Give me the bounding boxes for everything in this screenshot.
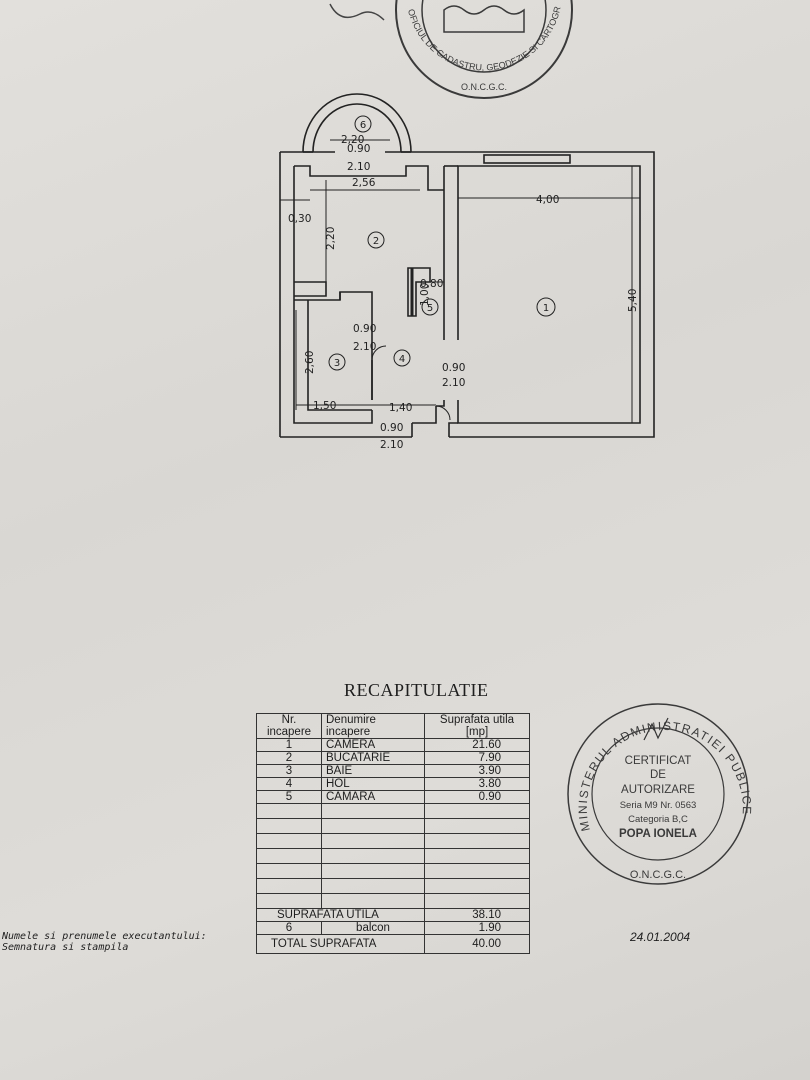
recap-title: RECAPITULATIE: [344, 680, 489, 700]
dim-room-door-w: 0.90: [442, 362, 465, 374]
balcony-outer-arc: [302, 93, 412, 153]
svg-text:DE: DE: [650, 769, 666, 781]
table-row: 3 BAIE 3.90: [256, 764, 530, 778]
room-1-number: 1: [543, 303, 549, 314]
table-row: 2 BUCATARIE 7.90: [256, 751, 530, 765]
window: [483, 154, 571, 164]
dim-room-door-h: 2.10: [442, 377, 465, 389]
table-row-empty: [256, 818, 530, 834]
dim-hall-width: 1,40: [389, 402, 412, 414]
table-row-empty: [256, 893, 530, 909]
room-6-marker: [354, 115, 372, 133]
bath-door-swing: [371, 345, 387, 361]
dim-balcony-width: 2,20: [341, 134, 364, 146]
svg-text:POPA IONELA: POPA IONELA: [619, 828, 697, 840]
table-row-empty: [256, 863, 530, 879]
dim-pantry-depth: 1,00: [419, 283, 431, 306]
room-6-number: 6: [360, 120, 366, 131]
useful-area-row: SUPRAFATA UTILA 38.10: [256, 908, 530, 922]
table-row-empty: [256, 878, 530, 894]
room-5-number: 5: [427, 303, 433, 314]
balcony-inner-arc: [312, 103, 402, 153]
total-row: TOTAL SUPRAFATA 40.00: [256, 934, 530, 954]
balcony-row: 6 balcon 1.90: [256, 921, 530, 935]
stamp-bottom-text: O.N.C.G.C.: [630, 869, 686, 881]
table-row-empty: [256, 833, 530, 849]
table-row: 1 CAMERA 21.60: [256, 738, 530, 752]
room-1-marker: [536, 297, 556, 317]
authorization-stamp: MINISTERUL ADMINISTRATIEI PUBLICE O.N.C.…: [567, 703, 752, 885]
header-area: Suprafata utila[mp]: [424, 713, 530, 739]
dim-balcony-door-h: 2.10: [347, 161, 370, 173]
dim-bath-width: 1,50: [313, 400, 336, 412]
dim-bath-door-w: 0.90: [353, 323, 376, 335]
svg-text:Categoria B,C: Categoria B,C: [628, 814, 688, 825]
dim-room-depth: 5,40: [627, 289, 639, 312]
document-date: 24.01.2004: [630, 930, 691, 944]
room-3-number: 3: [334, 358, 340, 369]
dim-entry-door-w: 0.90: [380, 422, 403, 434]
room-3-marker: [328, 353, 346, 371]
signature-scribble: [329, 3, 385, 21]
table-row: 4 HOL 3.80: [256, 777, 530, 791]
room-5-marker: [421, 298, 439, 316]
table-row-empty: [256, 848, 530, 864]
kitchen-inner-wall: [294, 165, 444, 191]
dim-balcony-door-w: 0.90: [347, 143, 370, 155]
dim-bath-door-h: 2.10: [353, 341, 376, 353]
dim-kitchen-depth: 2,20: [325, 227, 337, 250]
dim-entry-door-h: 2.10: [380, 439, 403, 451]
floor-plan: 6 2 1 3 4 5 2,20 0.90 2.10 2,56 0,30 4,0…: [279, 93, 655, 451]
svg-text:AUTORIZARE: AUTORIZARE: [621, 784, 695, 796]
bathroom-walls: [293, 300, 373, 424]
svg-text:CERTIFICAT: CERTIFICAT: [625, 755, 692, 767]
room-2-number: 2: [373, 236, 379, 247]
dim-wall-thickness: 0,30: [288, 213, 311, 225]
dim-kitchen-width: 2,56: [352, 177, 376, 189]
top-stamp-bottom-text: O.N.C.G.C.: [461, 82, 507, 92]
dim-room-width: 4,00: [536, 194, 559, 206]
svg-text:Seria M9 Nr. 0563: Seria M9 Nr. 0563: [620, 800, 697, 811]
signature-scribble: [643, 717, 669, 741]
room-4-number: 4: [399, 354, 405, 365]
room-4-marker: [393, 349, 411, 367]
top-stamp: OFICIUL DE CADASTRU, GEODEZIE SI CARTOGR…: [0, 0, 573, 99]
table-row: 5 CAMARA 0.90: [256, 790, 530, 804]
executant-label: Numele si prenumele executantului: Semna…: [2, 931, 207, 953]
header-nr: Nr.incapere: [256, 713, 322, 739]
outer-wall: [280, 151, 655, 438]
dim-bath-depth: 2,60: [304, 351, 316, 374]
table-row-empty: [256, 803, 530, 819]
coat-of-arms-icon: [443, 5, 525, 33]
room-2-marker: [367, 231, 385, 249]
dim-pantry-width: 0,80: [420, 278, 443, 290]
